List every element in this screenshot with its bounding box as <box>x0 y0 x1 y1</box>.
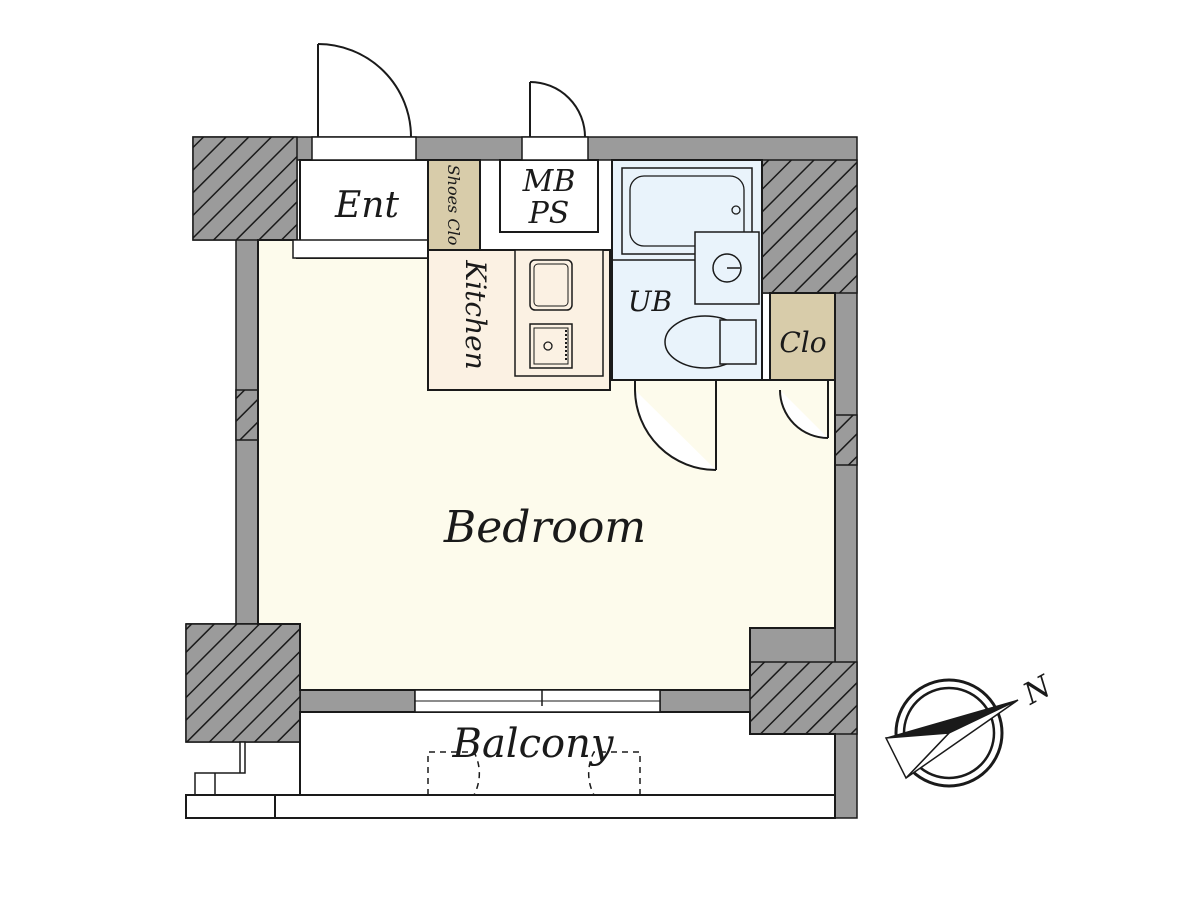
room-label-kitchen: Kitchen <box>459 259 492 369</box>
kitchen <box>427 249 611 391</box>
room-label-balcony: Balcony <box>452 721 615 767</box>
column-hatch-top-left <box>192 136 298 241</box>
compass: N <box>884 668 1059 788</box>
column-hatch-right <box>834 414 858 466</box>
unit-bath <box>611 159 763 381</box>
room-label-shoes-closet: Shoes Clo <box>444 165 463 246</box>
column-hatch-bottom-left <box>185 623 301 743</box>
walls <box>185 136 858 819</box>
column-hatch-top-right <box>761 159 858 294</box>
room-label-pipe-space: PS <box>528 196 570 231</box>
compass-needle-icon <box>884 699 1019 780</box>
column-hatch-left <box>235 389 259 441</box>
column-hatch-bottom-right <box>749 661 858 735</box>
balcony-sandals <box>427 751 641 796</box>
closet <box>769 292 836 381</box>
room-label-meter-box: MB <box>522 164 576 199</box>
ac-outdoor-unit <box>186 741 246 796</box>
closet-door[interactable] <box>779 380 829 439</box>
shoes-closet <box>427 159 481 251</box>
sink <box>529 259 573 311</box>
balcony-sliding-window[interactable] <box>414 689 661 713</box>
balcony <box>185 711 836 819</box>
mb-door[interactable] <box>521 81 589 161</box>
bath-door[interactable] <box>634 380 717 471</box>
room-label-entrance: Ent <box>334 185 399 226</box>
room-label-unit-bath: UB <box>628 285 672 318</box>
compass-north-label: N <box>1017 668 1059 713</box>
room-label-bedroom: Bedroom <box>443 502 646 553</box>
meter-box-pipe-space <box>499 159 599 233</box>
entrance-door[interactable] <box>311 43 417 161</box>
room-label-closet: Clo <box>779 326 826 359</box>
